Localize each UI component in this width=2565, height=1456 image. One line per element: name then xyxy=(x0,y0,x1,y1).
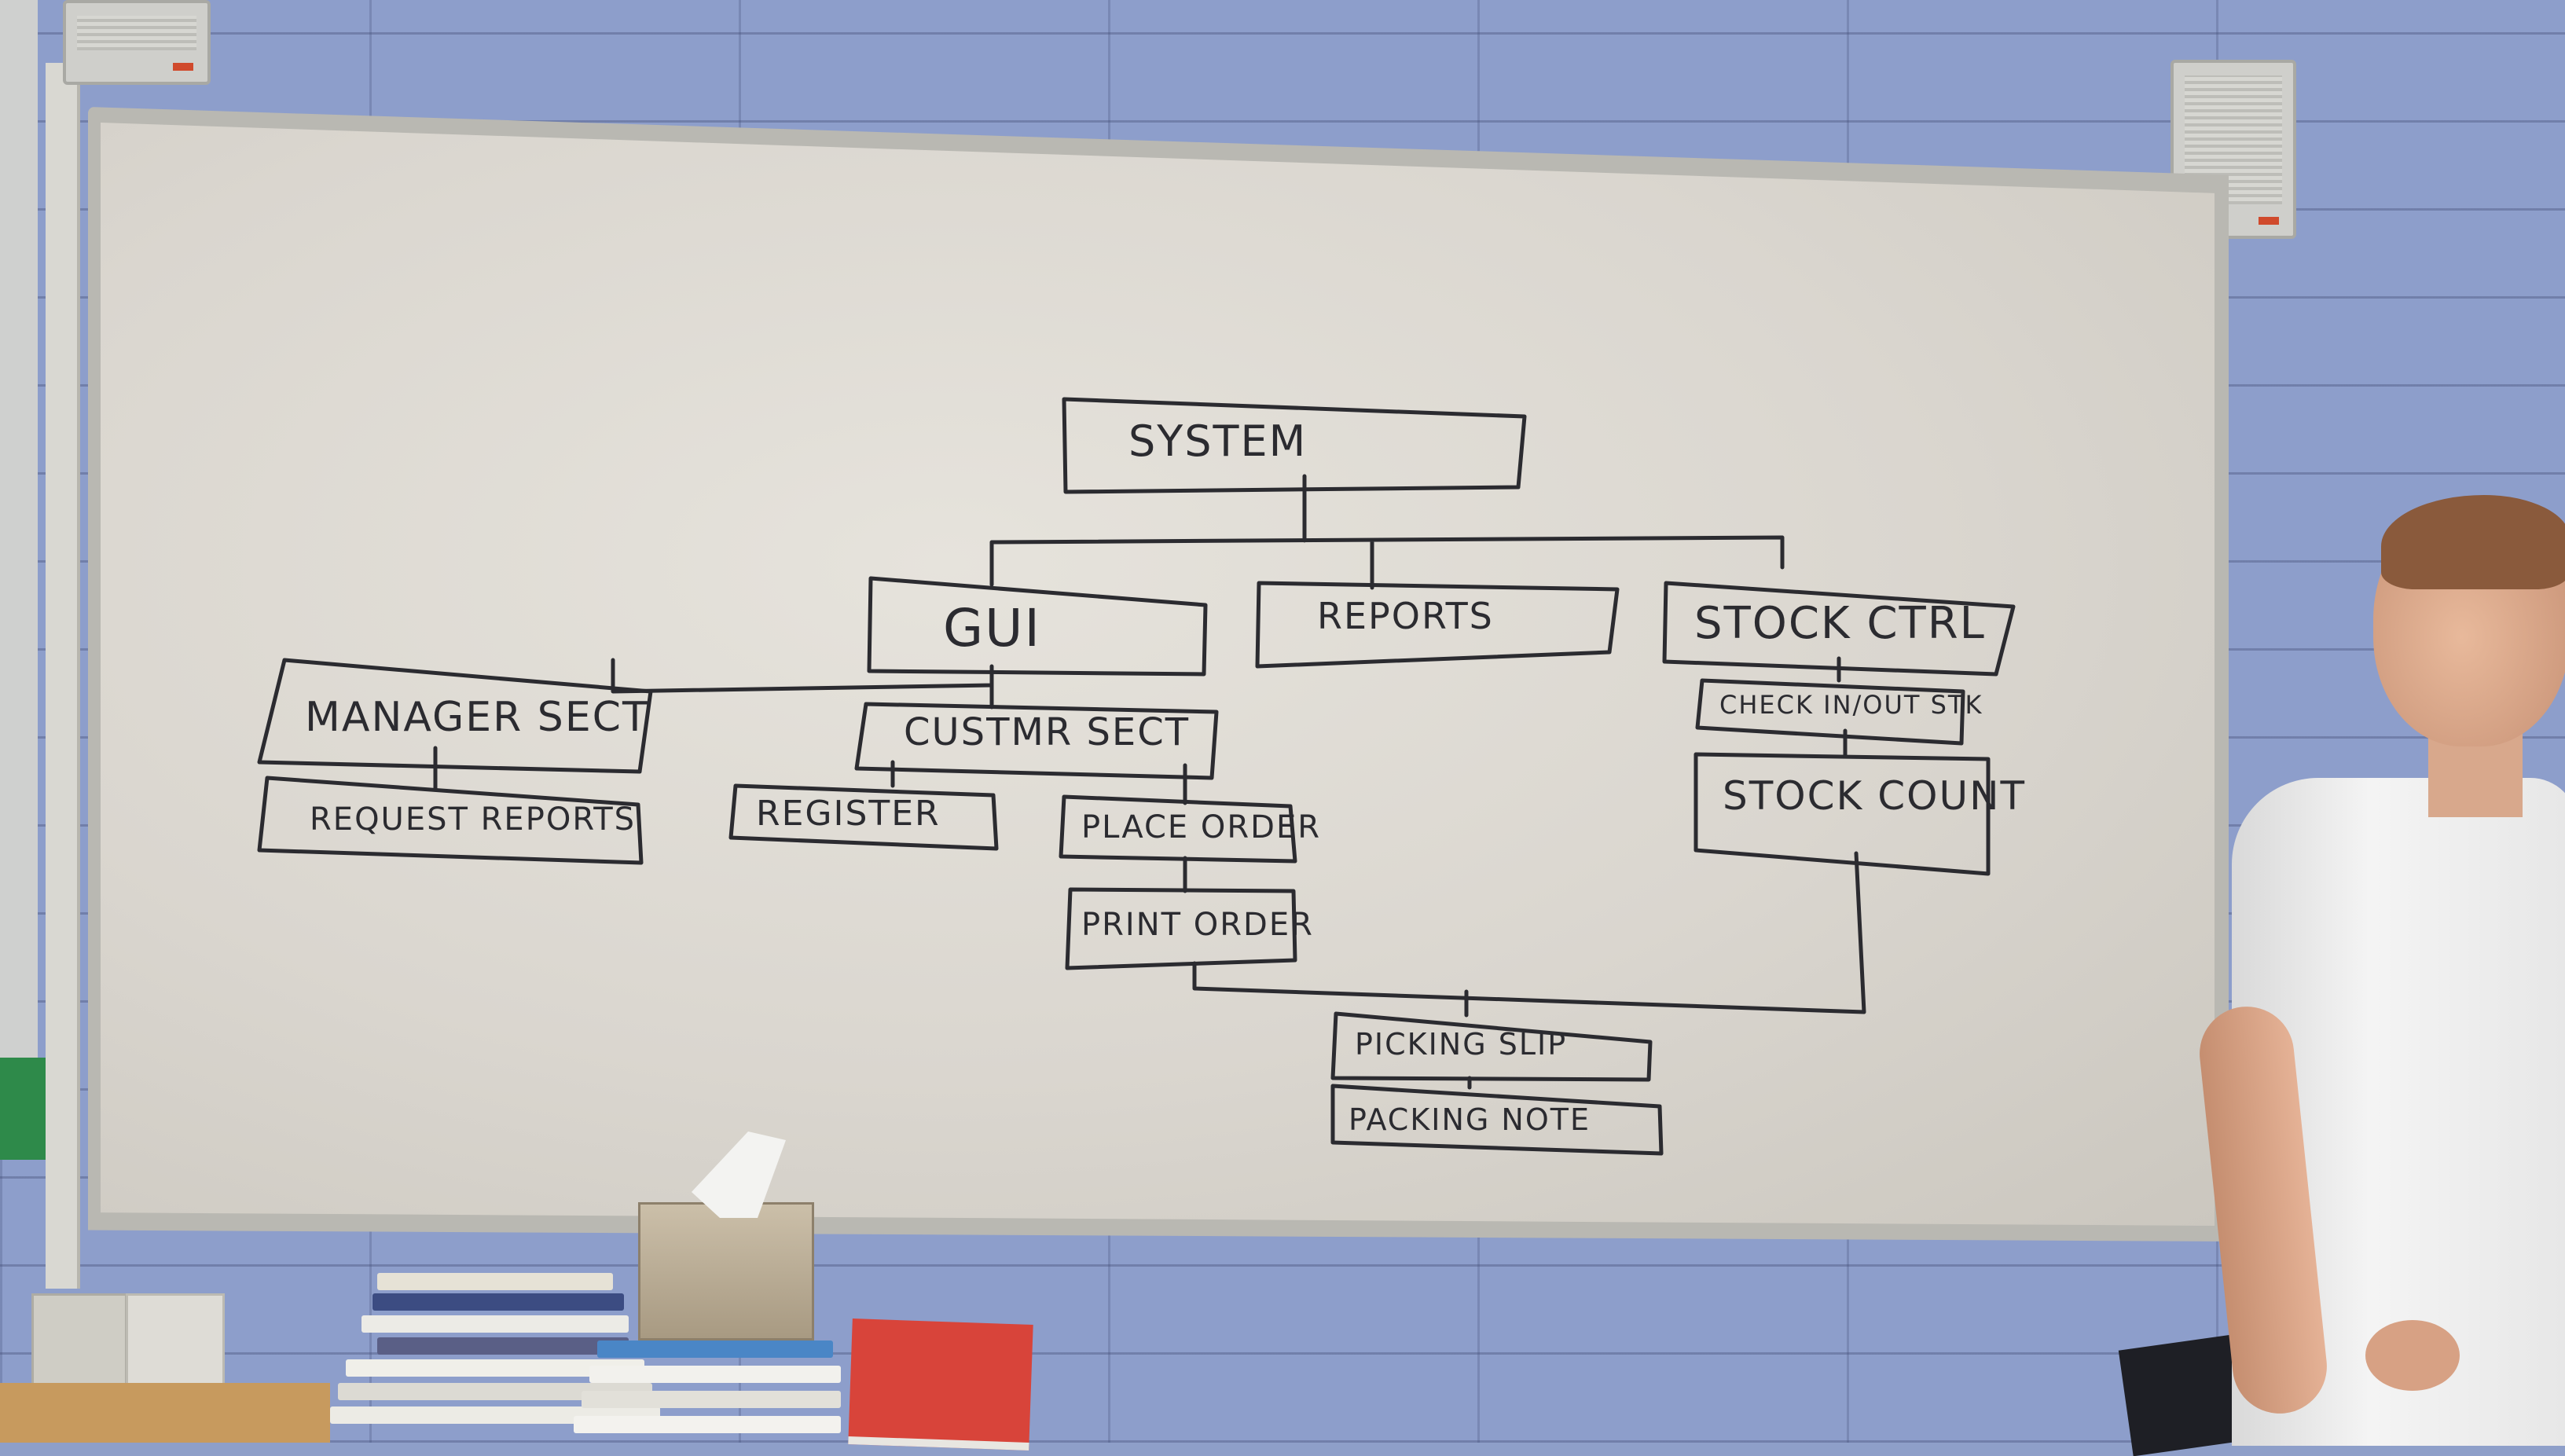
connector-bottom xyxy=(1192,851,1866,1018)
box-manager-sect xyxy=(257,658,653,774)
box-packing-note xyxy=(1330,1084,1664,1156)
box-place-order xyxy=(1059,794,1297,864)
wall-socket xyxy=(126,1293,225,1386)
box-register xyxy=(728,783,999,851)
wall-pipe xyxy=(46,63,80,1289)
box-custmr-sect xyxy=(854,702,1219,780)
label-gui: GUI xyxy=(943,598,1041,658)
box-system xyxy=(1062,397,1527,494)
box-check-in-out xyxy=(1695,678,1965,746)
label-request-reports: REQUEST REPORTS xyxy=(310,801,636,838)
book-stack xyxy=(330,1273,841,1443)
connector-gui-manager xyxy=(611,658,994,694)
label-stock-count: STOCK COUNT xyxy=(1723,773,2026,819)
red-notebook xyxy=(848,1318,1033,1450)
label-stock-ctrl: STOCK CTRL xyxy=(1694,598,1986,649)
label-picking-slip: PICKING SLIP xyxy=(1355,1027,1567,1062)
label-register: REGISTER xyxy=(756,794,941,834)
person xyxy=(2195,487,2565,1446)
wall-speaker-right xyxy=(2171,60,2296,239)
label-check-in-out: CHECK IN/OUT STK xyxy=(1719,690,1983,720)
box-stock-count xyxy=(1693,752,1991,876)
connector-custmr-children xyxy=(890,760,1187,805)
hand xyxy=(2365,1320,2460,1391)
label-packing-note: PACKING NOTE xyxy=(1349,1102,1591,1137)
fire-alarm-box xyxy=(0,1058,46,1160)
box-gui xyxy=(867,576,1208,677)
wall-socket-left xyxy=(31,1293,127,1386)
label-print-order: PRINT ORDER xyxy=(1081,907,1314,943)
label-place-order: PLACE ORDER xyxy=(1081,809,1321,845)
tissue-box xyxy=(638,1202,814,1340)
label-custmr-sect: CUSTMR SECT xyxy=(904,710,1190,754)
wall-speaker-left xyxy=(63,0,211,85)
label-reports: REPORTS xyxy=(1317,595,1494,637)
wall-pipe-left xyxy=(0,0,38,1069)
wooden-desk xyxy=(0,1383,330,1443)
hair xyxy=(2381,495,2565,589)
label-system: SYSTEM xyxy=(1128,416,1307,466)
box-print-order xyxy=(1065,887,1297,970)
box-picking-slip xyxy=(1330,1011,1653,1082)
label-manager-sect: MANAGER SECT xyxy=(305,694,649,741)
box-reports xyxy=(1255,581,1620,669)
box-request-reports xyxy=(257,776,644,865)
connector-system xyxy=(989,474,1785,590)
box-stock-ctrl xyxy=(1662,581,2016,677)
